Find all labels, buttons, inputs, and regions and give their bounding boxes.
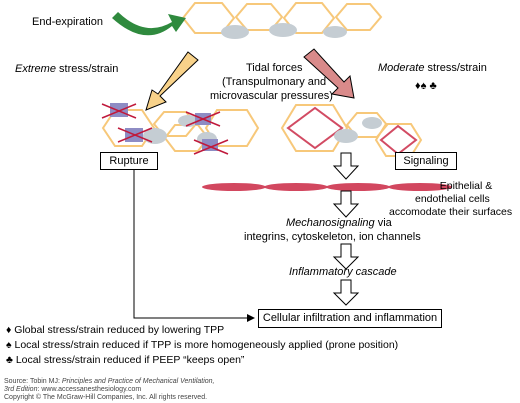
hollow-arrows (332, 152, 360, 306)
mechano-prefix: Mechanosignaling (286, 217, 375, 229)
signaling-box: Signaling (395, 152, 457, 170)
epithelial-line2: endothelial cells (415, 193, 490, 205)
source-line: Source: Tobin MJ: Principles and Practic… (4, 378, 215, 385)
source-book: Principles and Practice of Mechanical Ve… (61, 378, 215, 385)
moderate-suffix: stress/strain (424, 62, 487, 74)
mechanosignaling-label: Mechanosignaling via (286, 217, 392, 229)
copyright: Copyright © The McGraw-Hill Companies, I… (4, 394, 208, 401)
footnote-1-text: Global stress/strain reduced by lowering… (14, 324, 225, 336)
yellow-arrow (145, 51, 199, 111)
extreme-suffix: stress/strain (55, 63, 119, 75)
top-grey-cells (221, 23, 347, 39)
epithelial-line3: accomodate their surfaces (389, 206, 513, 218)
mechano-suffix: via (374, 217, 392, 229)
extreme-label: Extreme stress/strain (15, 63, 118, 75)
footnote-2-text: Local stress/strain reduced if TPP is mo… (14, 339, 399, 351)
source-edition: 3rd Edition (4, 386, 38, 393)
signaling-grey-cells (334, 117, 382, 143)
red-ellipses (202, 183, 452, 191)
rupture-box: Rupture (100, 152, 158, 170)
footnote-3-text: Local stress/strain reduced if PEEP “kee… (15, 354, 245, 366)
pink-arrow (303, 48, 355, 99)
tidal-line1: Tidal forces (246, 62, 303, 74)
mechano-line2: integrins, cytoskeleton, ion channels (244, 231, 421, 243)
extreme-prefix: Extreme (15, 63, 56, 75)
moderate-symbols: ♦♠ ♣ (415, 80, 437, 92)
inflammatory-label: Inflammatory cascade (289, 266, 397, 278)
tidal-line3: microvascular pressures) (210, 90, 333, 102)
source-edition-line: 3rd Edition: www.accessanesthesiology.co… (4, 386, 141, 393)
footnote-1-symbol: ♦ (6, 324, 12, 336)
moderate-prefix: Moderate (378, 62, 425, 74)
footnote-1: ♦ Global stress/strain reduced by loweri… (6, 324, 224, 336)
rupture-connector (133, 170, 255, 322)
end-expiration-label: End-expiration (32, 16, 103, 28)
green-curved-arrow (112, 12, 186, 36)
pink-diamonds (286, 106, 418, 156)
moderate-label: Moderate stress/strain (378, 62, 487, 74)
red-crosses (101, 103, 229, 155)
tidal-line2: (Transpulmonary and (222, 76, 327, 88)
footnote-3: ♣ Local stress/strain reduced if PEEP “k… (6, 354, 244, 366)
cellular-box: Cellular infiltration and inflammation (258, 309, 442, 328)
footnote-2-symbol: ♠ (6, 339, 12, 351)
epithelial-line1: Epithelial & (439, 180, 493, 192)
footnote-3-symbol: ♣ (6, 354, 13, 366)
source-prefix: Source: Tobin MJ: (4, 378, 62, 385)
footnote-2: ♠ Local stress/strain reduced if TPP is … (6, 339, 398, 351)
source-url: : www.accessanesthesiology.com (37, 386, 142, 393)
